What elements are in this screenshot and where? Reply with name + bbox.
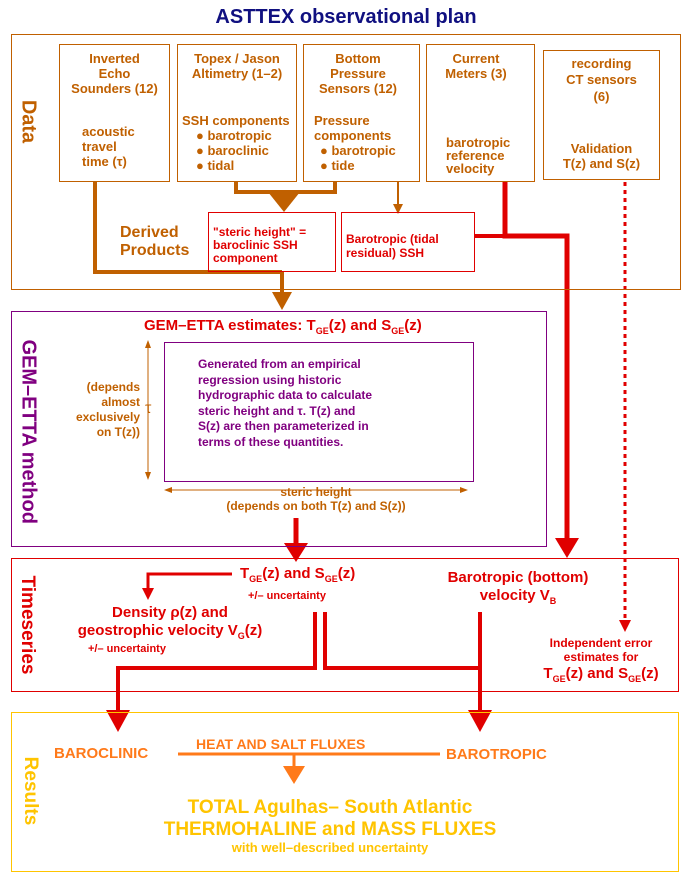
tau-dependency: (depends almost exclusively on T(z)) (75, 380, 140, 439)
altimetry-body: SSH components ● barotropic ● baroclinic… (182, 113, 290, 173)
barotropic-label: BAROTROPIC (446, 746, 547, 763)
timeseries-section-label: Timeseries (17, 575, 38, 675)
bps-to-baro-arrowhead (393, 204, 403, 214)
current-meters-title: Current Meters (3) (445, 51, 507, 81)
altimetry-box (177, 44, 297, 182)
barotropic-ssh-text: Barotropic (tidal residual) SSH (346, 232, 439, 261)
alt-to-steric-arrowhead (268, 192, 300, 212)
derived-products-label: Derived Products (120, 224, 190, 260)
ct-sensors-box (543, 50, 660, 180)
bps-title: Bottom Pressure Sensors (12) (318, 51, 398, 96)
gem-heading: GEM–ETTA estimates: TGE(z) and SGE(z) (144, 317, 422, 336)
ct-sensors-body: Validation T(z) and S(z) (562, 141, 641, 171)
bps-box (303, 44, 420, 182)
independent-error-label: Independent error estimates for TGE(z) a… (543, 636, 659, 684)
total-fluxes: TOTAL Agulhas– South Atlantic THERMOHALI… (163, 797, 497, 855)
density-label: Density ρ(z) and geostrophic velocity VG… (77, 604, 263, 641)
ts-to-barotropic-connector (323, 612, 480, 670)
steric-height-box (208, 212, 336, 272)
data-section-label: Data (17, 99, 40, 144)
current-meters-box (426, 44, 535, 182)
gem-section (11, 311, 547, 547)
timeseries-section (11, 558, 679, 692)
cm-to-baro-connector (502, 182, 570, 540)
fluxes-arrowhead (283, 766, 305, 784)
ct-sensors-title: recording CT sensors (6) (566, 56, 637, 104)
data-section (11, 34, 681, 290)
ts-estimates: TGE(z) and SGE(z) (240, 565, 356, 584)
gem-description-box (164, 342, 474, 482)
ies-box (59, 44, 170, 182)
baroclinic-label: BAROCLINIC (54, 745, 149, 762)
altimetry-title: Topex / Jason Altimetry (1–2) (191, 51, 283, 81)
density-uncertainty: +/– uncertainty (88, 643, 166, 655)
current-meters-body: barotropic reference velocity (446, 135, 511, 176)
steric-to-gem-arrowhead (272, 292, 292, 310)
bps-body: Pressure components ● barotropic ● tide (314, 113, 396, 173)
ies-body: acoustic travel time (τ) (82, 124, 135, 169)
ies-to-gem-connector (93, 182, 282, 274)
ies-title: Inverted Echo Sounders (12) (71, 51, 158, 96)
ts-to-density-connector (146, 572, 232, 590)
gem-description: Generated from an empirical regression u… (198, 357, 373, 449)
steric-height-text: "steric height" = baroclinic SSH compone… (213, 225, 307, 266)
barotropic-ssh-box (341, 212, 475, 272)
fluxes-label: HEAT AND SALT FLUXES (196, 736, 366, 752)
baro-velocity-arrowhead (555, 538, 579, 558)
barotropic-velocity-label: Barotropic (bottom) velocity VB (447, 569, 589, 606)
results-section-label: Results (20, 756, 41, 826)
gem-section-label: GEM–ETTA method (17, 339, 40, 524)
tau-label: τ (145, 400, 152, 417)
results-section (11, 712, 679, 872)
ct-validation-arrowhead (619, 620, 631, 632)
ts-to-baroclinic-connector (116, 612, 317, 712)
page-title: ASTTEX observational plan (215, 6, 477, 28)
steric-dependency: steric height (depends on both T(z) and … (226, 485, 406, 514)
baroclinic-arrowhead (106, 710, 130, 732)
gem-to-ts-arrowhead (284, 543, 308, 562)
ts-uncertainty: +/– uncertainty (248, 590, 326, 602)
barotropic-arrowhead (468, 710, 492, 732)
